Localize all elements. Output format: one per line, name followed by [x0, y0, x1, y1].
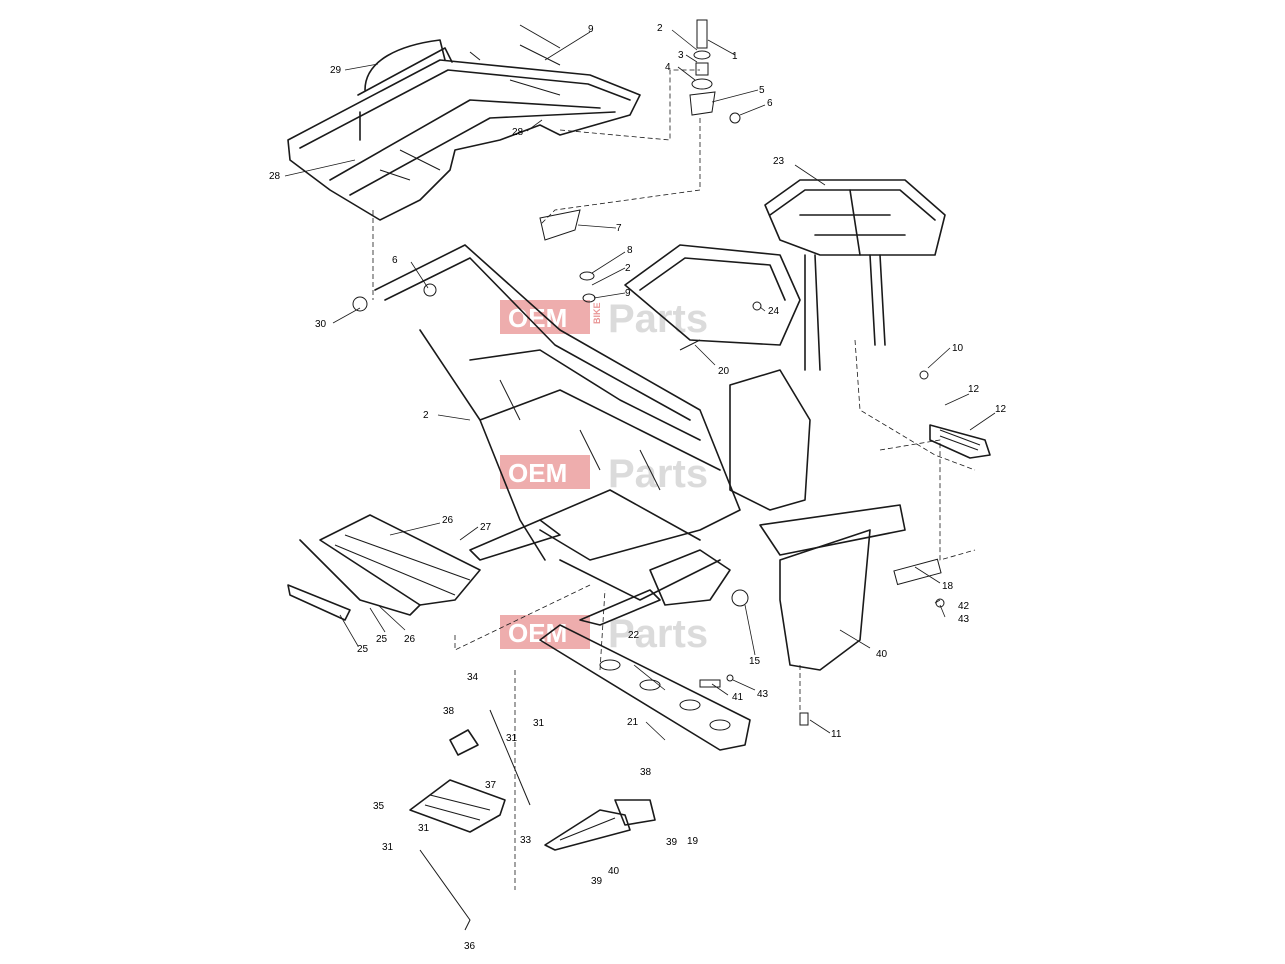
mounting-hardware [539, 19, 945, 726]
watermark-middle: OEM Parts [500, 452, 708, 496]
watermark-parts-text: Parts [608, 452, 708, 496]
callout-28: 28 [269, 171, 281, 182]
callout-33: 34 [467, 672, 479, 683]
callout-38: 38 [640, 767, 652, 778]
callout-23: 25 [376, 634, 388, 645]
callout-labels: 2 1 3 4 5 6 9 29 28 28 23 7 8 2 9 6 24 3… [269, 23, 1007, 952]
callout-6: 6 [392, 255, 398, 266]
callout-21: 21 [627, 717, 639, 728]
callout-10: 2 [423, 410, 429, 421]
callout-22: 22 [628, 630, 640, 641]
callout-27: 27 [480, 522, 492, 533]
callout-42: 42 [958, 601, 970, 612]
callout-16: 18 [942, 581, 954, 592]
callout-3: 3 [678, 50, 684, 61]
footpeg-right [544, 799, 656, 851]
callout-4: 4 [665, 62, 671, 73]
leader-lines [284, 29, 996, 741]
watermark-top: OEM BIKE Parts [500, 297, 708, 341]
callout-31: 31 [382, 842, 394, 853]
callout-37: 38 [443, 706, 455, 717]
skid-plate [539, 624, 751, 751]
rear-rack [624, 179, 946, 371]
callout-28: 28 [512, 127, 524, 138]
callout-17: 23 [773, 156, 785, 167]
callout-31: 31 [506, 733, 518, 744]
callout-2: 2 [657, 23, 663, 34]
assembly-guide-lines [372, 69, 976, 890]
callout-1: 1 [732, 51, 738, 62]
watermark: OEM BIKE Parts OEM Parts OEM Parts [500, 297, 708, 656]
callout-34: 35 [373, 801, 385, 812]
callout-43: 43 [757, 689, 769, 700]
callout-12: 10 [952, 343, 964, 354]
callout-8: 8 [627, 245, 633, 256]
callout-25: 26 [404, 634, 416, 645]
floorboard-left [287, 514, 481, 621]
callout-40: 40 [876, 649, 888, 660]
callout-39: 39 [666, 837, 678, 848]
callout-9: 9 [625, 288, 631, 299]
callout-35: 36 [464, 941, 476, 952]
callout-43: 43 [958, 614, 970, 625]
callout-15: 15 [749, 656, 761, 667]
watermark-oem-text: OEM [508, 458, 567, 488]
callout-26: 26 [442, 515, 454, 526]
callout-12: 11 [831, 729, 842, 740]
callout-13: 12 [968, 384, 980, 395]
watermark-oem-text: OEM [508, 618, 567, 648]
callout-24: 25 [357, 644, 369, 655]
watermark-bottom: OEM Parts [500, 612, 708, 656]
callout-36: 37 [485, 780, 497, 791]
front-rack [287, 24, 641, 221]
callout-38: 39 [591, 876, 603, 887]
watermark-bike-text: BIKE [592, 302, 602, 324]
callout-7: 7 [616, 223, 622, 234]
watermark-parts-text: Parts [608, 297, 708, 341]
footrest-assembly-left [409, 709, 531, 931]
callout-5: 5 [759, 85, 765, 96]
main-frame [352, 244, 942, 671]
callout-31: 31 [418, 823, 430, 834]
callout-31: 31 [533, 718, 545, 729]
callout-29: 29 [330, 65, 342, 76]
callout-39: 40 [608, 866, 620, 877]
callout-6: 6 [767, 98, 773, 109]
callout-32: 33 [520, 835, 532, 846]
callout-2: 2 [625, 263, 631, 274]
callout-30: 30 [315, 319, 327, 330]
watermark-parts-text: Parts [608, 612, 708, 656]
footrest-right [929, 424, 991, 459]
callout-18: 19 [687, 836, 699, 847]
callout-41: 41 [732, 692, 744, 703]
callout-19: 20 [718, 366, 730, 377]
callout-14: 12 [995, 404, 1007, 415]
callout-20: 24 [768, 306, 780, 317]
callout-11: 9 [588, 24, 594, 35]
